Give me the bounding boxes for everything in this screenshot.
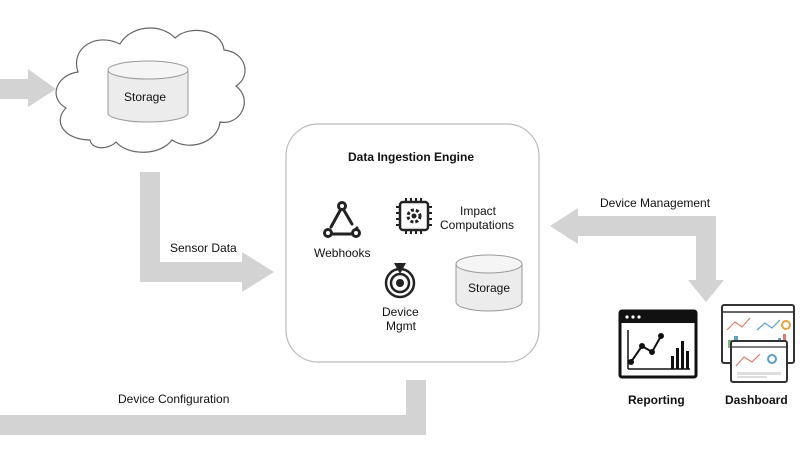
device-configuration-label: Device Configuration bbox=[118, 392, 230, 406]
device-management-label: Device Management bbox=[600, 196, 711, 210]
impact-label-line2: Computations bbox=[440, 218, 515, 232]
dashboard-label: Dashboard bbox=[725, 393, 788, 407]
dashboard-icon bbox=[721, 304, 795, 383]
ingest-arrow bbox=[0, 69, 56, 107]
chip-icon bbox=[396, 198, 432, 234]
webhooks-label: Webhooks bbox=[314, 246, 371, 260]
cloud-storage-label: Storage bbox=[124, 90, 167, 104]
impact-label-line1: Impact bbox=[460, 204, 497, 218]
device-mgmt-label-line2: Mgmt bbox=[386, 319, 416, 333]
sensor-data-label: Sensor Data bbox=[170, 241, 237, 255]
reporting-icon bbox=[618, 309, 698, 379]
device-configuration-arrow bbox=[0, 380, 426, 435]
webhooks-icon bbox=[323, 201, 361, 238]
engine-storage-cylinder bbox=[455, 254, 523, 312]
sensor-data-arrow bbox=[140, 172, 274, 292]
reporting-label: Reporting bbox=[628, 393, 685, 407]
device-target-icon bbox=[384, 263, 416, 299]
device-management-arrow bbox=[550, 208, 724, 302]
device-mgmt-label-line1: Device bbox=[382, 305, 419, 319]
cloud-storage-cylinder bbox=[107, 60, 189, 123]
engine-storage-label: Storage bbox=[468, 281, 511, 295]
engine-title: Data Ingestion Engine bbox=[348, 150, 475, 164]
